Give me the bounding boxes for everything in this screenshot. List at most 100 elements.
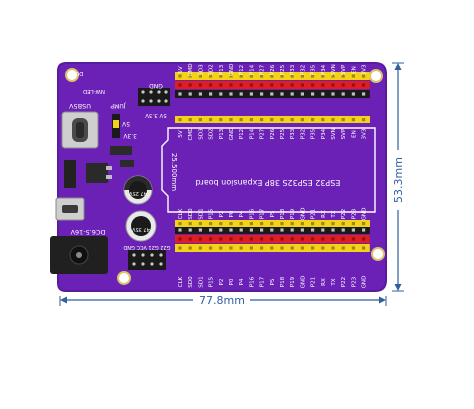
header-pin — [300, 237, 304, 241]
pin-label: P26 — [270, 128, 276, 139]
pin-label: SD2 — [209, 64, 215, 75]
header-pin — [280, 228, 284, 232]
header-pin — [178, 237, 182, 241]
mount-hole — [65, 68, 79, 82]
header-pin — [198, 74, 202, 78]
pin-label: GND — [362, 276, 368, 289]
conn-label: 5V 3.3V — [145, 112, 167, 118]
header-pin — [198, 92, 202, 96]
header-pin — [351, 222, 355, 226]
header-pin — [239, 222, 243, 226]
header-pin — [178, 118, 182, 122]
header-pin — [249, 228, 253, 232]
pin-label: 5V — [178, 66, 184, 74]
header-pin — [239, 118, 243, 122]
header-pin — [249, 246, 253, 250]
header-pin — [178, 228, 182, 232]
pin-label: SVP — [341, 128, 347, 139]
header-pin — [198, 83, 202, 87]
header-pin — [300, 222, 304, 226]
header-strip — [175, 72, 370, 80]
pin-label: P15 — [209, 208, 215, 219]
bottom-pin-labels: CLKCLKSD0SD0SD1SD1P15P15P2P2P0P0P4P4P16P… — [178, 208, 368, 289]
header-pin — [209, 118, 213, 122]
mount-hole — [371, 247, 385, 261]
pin-label: P14 — [249, 128, 255, 139]
pin-label: P5 — [270, 210, 276, 217]
pin-label: P22 — [341, 277, 347, 288]
pin-label: P15 — [209, 276, 215, 287]
header-pin — [300, 246, 304, 250]
header-pin — [198, 222, 202, 226]
header-pin — [341, 92, 345, 96]
pin-label: P14 — [249, 64, 255, 75]
pin-label: P18 — [280, 208, 286, 219]
header-pin — [229, 92, 233, 96]
gnd-header — [138, 88, 170, 106]
header-pin — [178, 92, 182, 96]
header-pin — [331, 237, 335, 241]
header-pin — [260, 118, 264, 122]
header-pin — [300, 74, 304, 78]
pin-label: P32 — [300, 129, 306, 140]
gnd-label: GND — [149, 82, 163, 89]
header-pin — [321, 222, 325, 226]
header-pin — [331, 228, 335, 232]
header-pin — [219, 92, 223, 96]
pin-label: P0 — [229, 278, 235, 285]
top-pin-labels: 5V5VCMDCMDSD3SD3SD2SD2P13P13GNDGNDP12P12… — [178, 63, 368, 140]
pin-label: SD3 — [198, 64, 204, 76]
header-pin — [311, 83, 315, 87]
header-pin — [209, 222, 213, 226]
pin-label: GND — [300, 276, 306, 289]
pin-label: 5V — [178, 130, 184, 138]
pin-label: SVN — [331, 128, 337, 140]
header-pin — [188, 118, 192, 122]
pin-label: TX — [331, 278, 337, 286]
height-dimension — [392, 62, 404, 292]
svg-text:47 25V: 47 25V — [129, 190, 147, 196]
header-pin — [188, 228, 192, 232]
header-pin — [260, 222, 264, 226]
header-strip — [175, 244, 370, 252]
header-pin — [239, 92, 243, 96]
top-pin-header — [175, 72, 370, 123]
pin-label: GND — [300, 208, 306, 221]
header-strip — [175, 81, 370, 89]
dc-label: DC6.5-16V — [70, 228, 105, 236]
esp32-outline — [161, 127, 376, 213]
header-pin — [321, 228, 325, 232]
header-pin — [362, 237, 366, 241]
smd-part — [120, 160, 134, 167]
header-pin — [249, 83, 253, 87]
header-pin — [188, 74, 192, 78]
top-left-code: D002 — [69, 70, 84, 76]
jump-label: JUMP — [110, 102, 126, 109]
pin-label: SD3 — [198, 128, 204, 140]
header-pin — [270, 83, 274, 87]
pin-label: P33 — [290, 64, 296, 75]
header-pin — [280, 92, 284, 96]
pin-label: P23 — [351, 276, 357, 287]
header-pin — [249, 237, 253, 241]
header-pin — [300, 92, 304, 96]
pin-label: P35 — [311, 64, 317, 75]
header-pin — [260, 237, 264, 241]
header-pin — [280, 83, 284, 87]
capacitor-1: 47 25V — [123, 175, 153, 205]
pin-label: P21 — [311, 208, 317, 219]
header-pin — [290, 237, 294, 241]
header-pin — [178, 246, 182, 250]
header-pin — [270, 228, 274, 232]
header-pin — [341, 246, 345, 250]
header-pin — [362, 246, 366, 250]
header-pin — [290, 92, 294, 96]
pin-label: P19 — [290, 276, 296, 287]
header-pin — [362, 222, 366, 226]
pin-label: P34 — [321, 128, 327, 139]
width-dimension — [59, 296, 387, 306]
board-title: ESP32 ESP32S 38P Expansion board — [196, 178, 341, 187]
pin-label: P13 — [219, 64, 225, 75]
header-pin — [188, 222, 192, 226]
pin-label: P2 — [219, 279, 225, 286]
